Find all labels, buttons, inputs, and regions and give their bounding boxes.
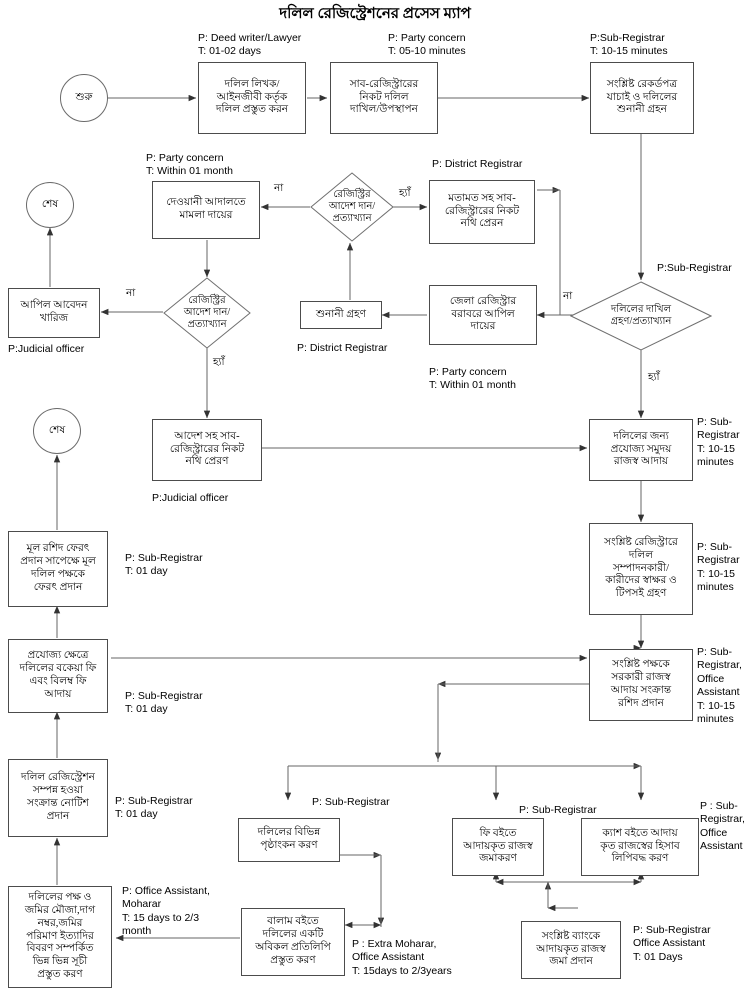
note-index-prepare: P: Office Assistant, Moharar T: 15 days … <box>122 885 210 938</box>
note-district-registrar-appeal: P: Party concern T: Within 01 month <box>429 366 516 392</box>
node-order-file-send: আদেশ সহ সাব- রেজিস্ট্রারের নিকট নথি প্রে… <box>152 419 262 481</box>
note-opinion-file-send: P: District Registrar <box>432 158 523 170</box>
node-end-left: শেষ <box>33 408 81 454</box>
node-appeal-rejected: আপিল আবেদন খারিজ <box>8 288 100 338</box>
node-balam-copy-label: বালাম বইতে দলিলের একটি অবিকল প্রতিলিপি প… <box>255 916 331 966</box>
node-opinion-file-send: মতামত সহ সাব- রেজিস্ট্রারের নিকট নথি প্র… <box>429 180 535 244</box>
node-receipt-provide: সংশ্লিষ্ট পক্ষকে সরকারী রাজস্ব আদায় সংক… <box>589 649 693 721</box>
decision-doc-accept-label: দলিলের দাখিল গ্রহণ/প্রত্যাখ্যান <box>610 304 672 327</box>
node-revenue-collect-label: দলিলের জন্য প্রযোজ্য সমুদয় রাজস্ব আদায় <box>610 430 672 468</box>
edge-label-yes-doc: হ্যাঁ <box>648 372 660 383</box>
edge-label-no-mid: না <box>126 288 136 299</box>
node-end-top: শেষ <box>26 182 74 228</box>
node-verify-hearing: সংশ্লিষ্ট রেকর্ডপত্র যাচাই ও দলিলের শুনা… <box>590 62 694 134</box>
node-registration-notice: দলিল রেজিস্ট্রেশন সম্পন্ন হওয়া সংক্রান্… <box>8 759 108 837</box>
node-bank-deposit: সংশ্লিষ্ট ব্যাংকে আদায়কৃত রাজস্ব জমা প্… <box>521 921 621 979</box>
node-signature-take: সংশ্লিষ্ট রেজিস্ট্রারে দলিল সম্পাদনকারী/… <box>589 523 693 615</box>
node-receipt-provide-label: সংশ্লিষ্ট পক্ষকে সরকারী রাজস্ব আদায় সংক… <box>610 659 672 709</box>
edge-label-yes-top: হ্যাঁ <box>399 188 411 199</box>
note-submit-subregistrar: P: Party concern T: 05-10 minutes <box>388 32 466 58</box>
node-opinion-file-send-label: মতামত সহ সাব- রেজিস্ট্রারের নিকট নথি প্র… <box>444 192 520 230</box>
edge-label-yes-mid: হ্যাঁ <box>213 357 225 368</box>
node-return-original-label: মূল রশিদ ফেরৎ প্রদান সাপেক্ষে মূল দলিল প… <box>20 543 96 593</box>
note-deed-prepare: P: Deed writer/Lawyer T: 01-02 days <box>198 32 302 58</box>
note-balam-copy: P : Extra Moharar, Office Assistant T: 1… <box>352 938 452 977</box>
node-submit-subregistrar: সাব-রেজিস্ট্রারের নিকট দলিল দাখিল/উপস্থা… <box>330 62 438 134</box>
note-receipt-provide: P: Sub- Registrar, Office Assistant T: 1… <box>697 646 742 726</box>
node-return-original: মূল রশিদ ফেরৎ প্রদান সাপেক্ষে মূল দলিল প… <box>8 531 108 607</box>
node-page-marking: দলিলের বিভিন্ন পৃষ্ঠাংকন করণ <box>238 818 340 862</box>
node-appeal-rejected-label: আপিল আবেদন খারিজ <box>20 300 88 324</box>
node-civil-court-case: দেওয়ানী আদালতে মামলা দায়ের <box>152 181 260 239</box>
node-hearing-take: শুনানী গ্রহণ <box>300 301 382 329</box>
node-cash-book-entry: ক্যাশ বইতে আদায় কৃত রাজস্বের হিসাব লিপি… <box>581 818 699 876</box>
node-page-marking-label: দলিলের বিভিন্ন পৃষ্ঠাংকন করণ <box>257 827 321 851</box>
note-due-fee-collect: P: Sub-Registrar T: 01 day <box>125 690 203 716</box>
node-balam-copy: বালাম বইতে দলিলের একটি অবিকল প্রতিলিপি প… <box>241 908 345 976</box>
node-due-fee-collect: প্রযোজ্য ক্ষেত্রে দলিলের বকেয়া ফি এবং ব… <box>8 639 108 713</box>
note-verify-hearing: P:Sub-Registrar T: 10-15 minutes <box>590 32 668 58</box>
note-signature-take: P: Sub- Registrar T: 10-15 minutes <box>697 541 740 594</box>
note-appeal-rejected: P:Judicial officer <box>8 343 85 355</box>
node-fee-book-entry-label: ফি বইতে আদায়কৃত রাজস্ব জমাকরণ <box>463 827 533 865</box>
note-hearing-take: P: District Registrar <box>297 342 388 354</box>
node-end-left-label: শেষ <box>48 424 66 436</box>
node-registration-notice-label: দলিল রেজিস্ট্রেশন সম্পন্ন হওয়া সংক্রান্… <box>21 772 95 822</box>
node-revenue-collect: দলিলের জন্য প্রযোজ্য সমুদয় রাজস্ব আদায় <box>589 419 693 481</box>
node-end-top-label: শেষ <box>41 198 59 210</box>
diamond-shape <box>310 172 394 242</box>
node-index-prepare-label: দলিলের পক্ষ ও জমির মৌজা,দাগ নম্বর,জমির প… <box>24 892 96 980</box>
node-submit-subregistrar-label: সাব-রেজিস্ট্রারের নিকট দলিল দাখিল/উপস্থা… <box>349 78 419 116</box>
node-signature-take-label: সংশ্লিষ্ট রেজিস্ট্রারে দলিল সম্পাদনকারী/… <box>604 537 678 600</box>
note-fee-book-entry: P: Sub-Registrar <box>519 804 597 816</box>
page-title: দলিল রেজিস্ট্রেশনের প্রসেস ম্যাপ <box>279 6 471 22</box>
note-bank-deposit: P: Sub-Registrar Office Assistant T: 01 … <box>633 924 711 963</box>
edge-label-no-top: না <box>274 183 284 194</box>
node-order-file-send-label: আদেশ সহ সাব- রেজিস্ট্রারের নিকট নথি প্রে… <box>169 430 245 468</box>
note-civil-court-case: P: Party concern T: Within 01 month <box>146 152 233 178</box>
node-start-label: শুরু <box>75 91 93 103</box>
note-decision-doc-accept: P:Sub-Registrar <box>657 262 732 274</box>
node-deed-prepare: দলিল লিখক/ আইনজীবী কর্তৃক দলিল প্রস্তুত … <box>198 62 306 134</box>
node-civil-court-case-label: দেওয়ানী আদালতে মামলা দায়ের <box>166 197 246 221</box>
node-cash-book-entry-label: ক্যাশ বইতে আদায় কৃত রাজস্বের হিসাব লিপি… <box>600 827 680 865</box>
decision-doc-accept: দলিলের দাখিল গ্রহণ/প্রত্যাখ্যান <box>570 281 712 351</box>
node-verify-hearing-label: সংশ্লিষ্ট রেকর্ডপত্র যাচাই ও দলিলের শুনা… <box>606 78 678 116</box>
decision-register-order-top-label: রেজিস্ট্রির আদেশ দান/ প্রত্যাখ্যান <box>328 189 376 224</box>
node-district-registrar-appeal-label: জেলা রেজিস্ট্রার বরাবরে আপিল দায়ের <box>449 295 517 333</box>
decision-register-order-mid-label: রেজিস্ট্রির আদেশ দান/ প্রত্যাখ্যান <box>183 295 231 330</box>
node-bank-deposit-label: সংশ্লিষ্ট ব্যাংকে আদায়কৃত রাজস্ব জমা প্… <box>536 930 606 968</box>
node-due-fee-collect-label: প্রযোজ্য ক্ষেত্রে দলিলের বকেয়া ফি এবং ব… <box>19 650 97 700</box>
edge-label-no-doc: না <box>563 291 573 302</box>
note-page-marking: P: Sub-Registrar <box>312 796 390 808</box>
node-deed-prepare-label: দলিল লিখক/ আইনজীবী কর্তৃক দলিল প্রস্তুত … <box>215 78 289 116</box>
node-district-registrar-appeal: জেলা রেজিস্ট্রার বরাবরে আপিল দায়ের <box>429 285 537 345</box>
note-revenue-collect: P: Sub- Registrar T: 10-15 minutes <box>697 416 740 469</box>
node-start: শুরু <box>60 74 108 122</box>
decision-register-order-top: রেজিস্ট্রির আদেশ দান/ প্রত্যাখ্যান <box>310 172 394 242</box>
note-registration-notice: P: Sub-Registrar T: 01 day <box>115 795 193 821</box>
note-order-file-send: P:Judicial officer <box>152 492 229 504</box>
decision-register-order-mid: রেজিস্ট্রির আদেশ দান/ প্রত্যাখ্যান <box>163 277 251 349</box>
note-cash-book-entry: P : Sub- Registrar, Office Assistant <box>700 800 745 853</box>
note-return-original: P: Sub-Registrar T: 01 day <box>125 552 203 578</box>
node-index-prepare: দলিলের পক্ষ ও জমির মৌজা,দাগ নম্বর,জমির প… <box>8 886 112 988</box>
node-hearing-take-label: শুনানী গ্রহণ <box>316 308 366 320</box>
node-fee-book-entry: ফি বইতে আদায়কৃত রাজস্ব জমাকরণ <box>452 818 544 876</box>
